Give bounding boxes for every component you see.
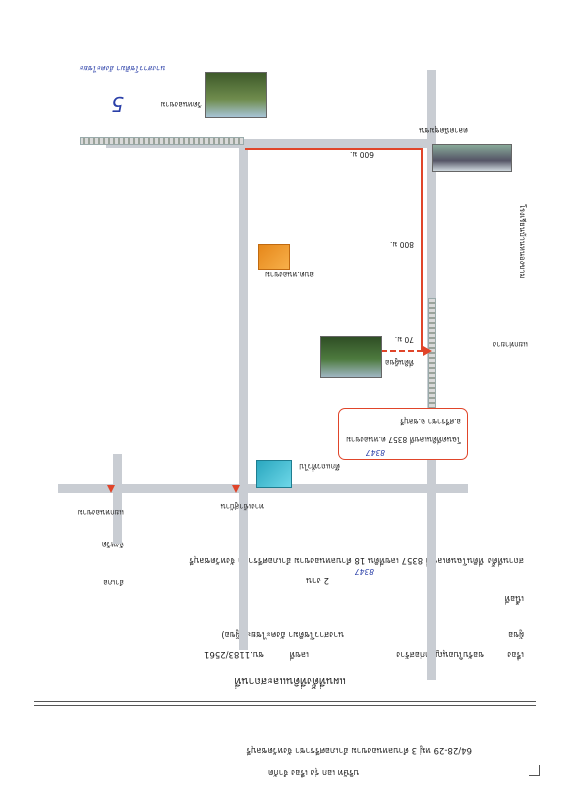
site-line1: โฉนดที่ดินเลขที่ 8357 ต.หนองขาม	[346, 435, 461, 444]
owner-label: ผู้ขอ	[508, 629, 524, 639]
label-site-photo: ที่ดินผู้ขอ	[385, 358, 414, 367]
arrow-down-icon-2	[107, 485, 115, 493]
label-substation: โรงเรียนบ้านหนองขาม	[518, 204, 527, 279]
sign-number: 5	[111, 92, 124, 116]
form-title: แผนที่ตั้งที่ดินและสถานที่	[234, 675, 347, 687]
arrow-left-icon	[423, 346, 432, 356]
district: อำเภอ	[103, 578, 124, 587]
route-line-right	[421, 148, 423, 352]
label-orange-building: อบต.หนองขาม	[264, 270, 314, 279]
site-photo	[320, 336, 382, 378]
road-far-right-stub	[113, 454, 122, 544]
header-rule-2	[34, 701, 536, 702]
area-label: เนื้อที่	[504, 593, 524, 603]
temple-photo	[205, 72, 267, 118]
doc-value: ชบ.1183/2561	[204, 649, 264, 659]
route-dashed-line	[381, 350, 423, 352]
distance-right: 800 ม.	[389, 240, 414, 249]
arrow-down-icon	[232, 485, 240, 493]
site-handwritten: 8347	[365, 448, 385, 457]
corner-mark	[529, 765, 540, 776]
cyan-building	[256, 460, 292, 488]
label-junction-left: แยกหนองขาม	[77, 508, 124, 517]
location-value: ที่ดินโฉนดเลขที่ 8357 เลขที่ดิน 18 ตำบลห…	[189, 555, 484, 565]
company-name: บริษัท เอก รุ่ง เรือง จำกัด	[268, 767, 359, 777]
railway-top	[80, 137, 244, 145]
route-line-top	[245, 148, 423, 150]
handwritten-plot: 8347	[354, 567, 374, 576]
signature: นางสาวโชติมา อังคะไชยะ	[79, 64, 166, 73]
subject-label: เรื่อง	[507, 649, 524, 659]
distance-top: 600 ม.	[349, 150, 374, 159]
label-roadside: แยกท่ายาง	[492, 340, 528, 349]
label-temple: วัดหนองขาม	[160, 100, 202, 109]
orange-building	[258, 244, 290, 270]
doc-label: เลขที่	[289, 649, 309, 659]
road-center-vertical	[239, 140, 248, 650]
label-junction-right: ทางเข้าสู่บ้าน	[220, 502, 264, 511]
substation-photo	[432, 144, 512, 172]
subject-value: ขอรับใบอนุญาตก่อสร้าง	[396, 649, 484, 659]
area-value: 2 งาน	[306, 575, 329, 585]
site-line2: อ.ศรีราชา จ.ชลบุรี	[400, 417, 461, 426]
site-callout-box: 8347 โฉนดที่ดินเลขที่ 8357 ต.หนองขาม อ.ศ…	[338, 408, 468, 460]
company-address: 64/28-29 หมู่ 3 ตำบลหนองขาม อำเภอศรีราชา…	[246, 745, 472, 755]
header-rule-1	[34, 705, 536, 706]
label-cyan-building: ตึกแถวทั่วไป	[299, 462, 340, 471]
label-market: ตลาดนัดชุมชน	[419, 126, 468, 135]
location-label: สถานที่ตั้ง	[487, 555, 524, 565]
distance-short: 70 ม.	[394, 335, 414, 344]
